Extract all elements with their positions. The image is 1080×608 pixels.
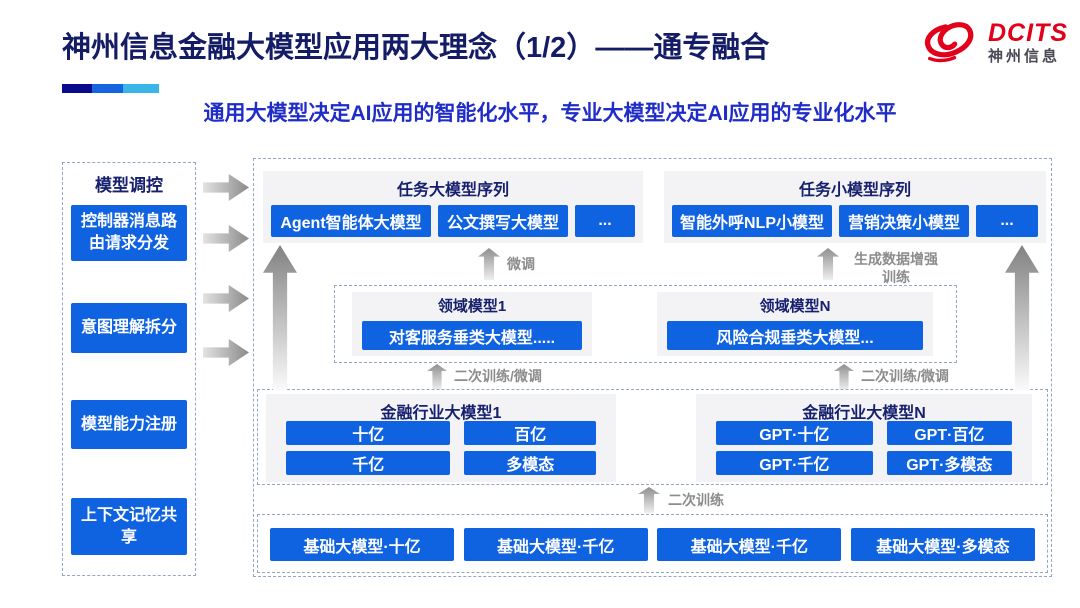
chip-risk-compliance-model: 风险合规垂类大模型... [667,321,923,350]
right-arrow-icon [203,285,249,312]
secondary-train-right-label: 二次训练/微调 [861,368,949,384]
secondary-train-label: 二次训练 [668,492,724,508]
right-arrow-icon [203,339,249,366]
industry-model-n-chips: GPT·十亿 GPT·百亿 GPT·千亿 GPT·多模态 [716,421,1012,475]
dcits-logo: DCITS 神州信息 [920,18,1068,66]
domain-model-n-title: 领域模型N [759,298,831,315]
chip-foundation-100-billion-2: 基础大模型·千亿 [657,528,842,561]
page-title: 神州信息金融大模型应用两大理念（1/2）——通专融合 [62,32,770,64]
up-arrow-icon [427,364,447,390]
task-large-chips: Agent智能体大模型 公文撰写大模型 ... [271,205,635,237]
chip-gpt-10-billion: GPT·百亿 [886,421,1012,445]
right-arrow-icon [203,174,249,201]
sidebar-title: 模型调控 [95,176,163,195]
industry-model-n-title: 金融行业大模型N [802,405,926,422]
accent-segment-cyan [123,84,159,93]
industry-model-1-title: 金融行业大模型1 [380,405,502,422]
chip-marketing-decision-model: 营销决策小模型 [839,205,969,237]
chip-100-billion: 千亿 [286,451,451,475]
title-accent-bar [62,84,159,93]
industry-model-1-panel: 金融行业大模型1 十亿 百亿 千亿 多模态 [266,394,616,482]
up-arrow-icon [638,487,660,513]
chip-foundation-multimodal: 基础大模型·多模态 [850,528,1035,561]
subtitle: 通用大模型决定AI应用的智能化水平，专业大模型决定AI应用的专业化水平 [203,102,897,125]
chip-agent-large-model: Agent智能体大模型 [271,205,431,237]
domain-model-container: 领域模型1 对客服务垂类大模型..... 领域模型N 风险合规垂类大模型... [334,285,957,363]
chip-1-billion: 十亿 [286,421,451,445]
industry-model-container: 金融行业大模型1 十亿 百亿 千亿 多模态 金融行业大模型N GPT·十亿 GP… [257,389,1048,485]
foundation-model-container: 基础大模型·十亿 基础大模型·千亿 基础大模型·千亿 基础大模型·多模态 [257,514,1048,573]
task-small-model-panel: 任务小模型序列 智能外呼NLP小模型 营销决策小模型 ... [664,171,1046,243]
logo-text: DCITS 神州信息 [988,18,1068,65]
domain-model-1-title: 领域模型1 [437,298,507,315]
task-small-title: 任务小模型序列 [798,182,911,199]
tall-up-arrow-icon [1005,245,1039,391]
sidebar-item-message-routing: 控制器消息路由请求分发 [71,205,187,261]
model-architecture-panel: 任务大模型序列 Agent智能体大模型 公文撰写大模型 ... 任务小模型序列 … [253,158,1052,577]
logo-brand-cn: 神州信息 [988,47,1061,65]
sidebar-item-intent-split: 意图理解拆分 [71,303,187,353]
chip-gpt-100-billion: GPT·千亿 [716,451,873,475]
chip-more-small-models: ... [976,205,1038,237]
tall-up-arrow-icon [263,245,297,391]
chip-more-large-models: ... [575,205,635,237]
accent-segment-dark [62,84,92,93]
chip-10-billion: 百亿 [464,421,596,445]
accent-segment-blue [92,84,123,93]
domain-model-1-panel: 领域模型1 对客服务垂类大模型..... [352,292,592,356]
dcits-swirl-icon [925,22,974,63]
gen-data-train-label: 生成数据增强训练 [854,251,938,285]
up-arrow-icon [478,248,500,280]
up-arrow-icon [817,248,839,280]
sidebar-item-capability-register: 模型能力注册 [71,400,187,449]
logo-brand-en: DCITS [988,18,1068,47]
chip-gpt-multimodal: GPT·多模态 [886,451,1012,475]
chip-gpt-1-billion: GPT·十亿 [716,421,873,445]
chip-foundation-100-billion: 基础大模型·千亿 [463,528,648,561]
chip-document-writing-model: 公文撰写大模型 [438,205,568,237]
sidebar-item-context-memory: 上下文记忆共享 [71,498,187,555]
foundation-model-chips: 基础大模型·十亿 基础大模型·千亿 基础大模型·千亿 基础大模型·多模态 [270,528,1035,561]
domain-model-n-panel: 领域模型N 风险合规垂类大模型... [657,292,933,356]
chip-foundation-1-billion: 基础大模型·十亿 [270,528,454,561]
industry-model-1-chips: 十亿 百亿 千亿 多模态 [286,421,596,475]
chip-outbound-nlp-model: 智能外呼NLP小模型 [672,205,832,237]
industry-model-n-panel: 金融行业大模型N GPT·十亿 GPT·百亿 GPT·千亿 GPT·多模态 [696,394,1032,482]
up-arrow-icon [834,364,854,390]
task-large-title: 任务大模型序列 [396,182,509,199]
secondary-train-left-label: 二次训练/微调 [454,368,542,384]
task-small-chips: 智能外呼NLP小模型 营销决策小模型 ... [672,205,1038,237]
chip-customer-service-model: 对客服务垂类大模型..... [362,321,582,350]
task-large-model-panel: 任务大模型序列 Agent智能体大模型 公文撰写大模型 ... [263,171,643,243]
fine-tune-label: 微调 [507,256,535,272]
right-arrow-icon [203,225,249,252]
chip-multimodal: 多模态 [464,451,596,475]
model-control-panel: 模型调控 控制器消息路由请求分发 意图理解拆分 模型能力注册 上下文记忆共享 [62,162,196,576]
